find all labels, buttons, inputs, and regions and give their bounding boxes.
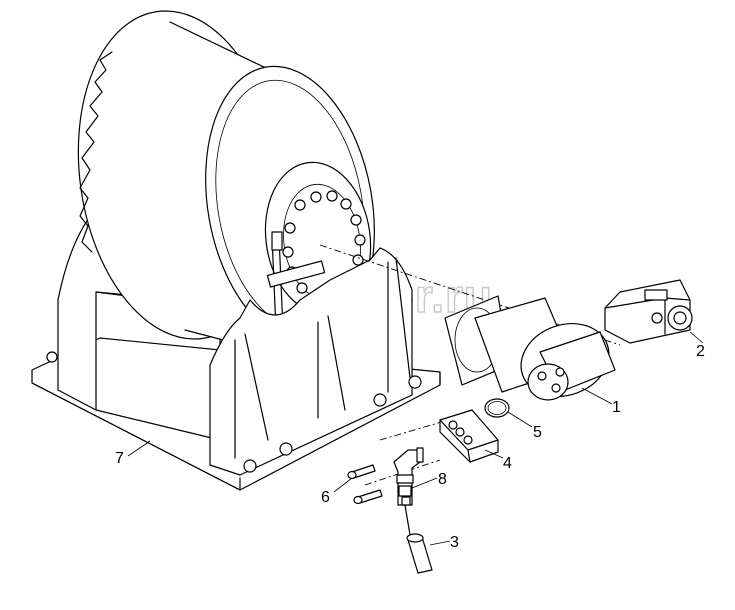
elbow-fitting [393,447,424,506]
callout-8: 8 [438,471,447,488]
adapter-plate [439,409,499,463]
winch-drum [77,10,375,356]
callout-6: 6 [321,489,330,506]
hydraulic-motor [444,295,616,401]
base-bolts [46,351,422,473]
valve-block [604,279,693,344]
callout-1: 1 [612,399,621,416]
callouts: 1 2 3 4 5 6 7 8 [115,343,705,551]
callout-7: 7 [115,450,124,467]
callout-4: 4 [503,455,512,472]
callout-2: 2 [696,343,705,360]
callout-5: 5 [533,424,542,441]
screws [347,464,383,505]
axis-centreline-lower2 [364,459,441,486]
hose-adapter [404,504,433,574]
front-frame [46,247,422,476]
callout-3: 3 [450,534,459,551]
leader-lines [127,331,704,546]
